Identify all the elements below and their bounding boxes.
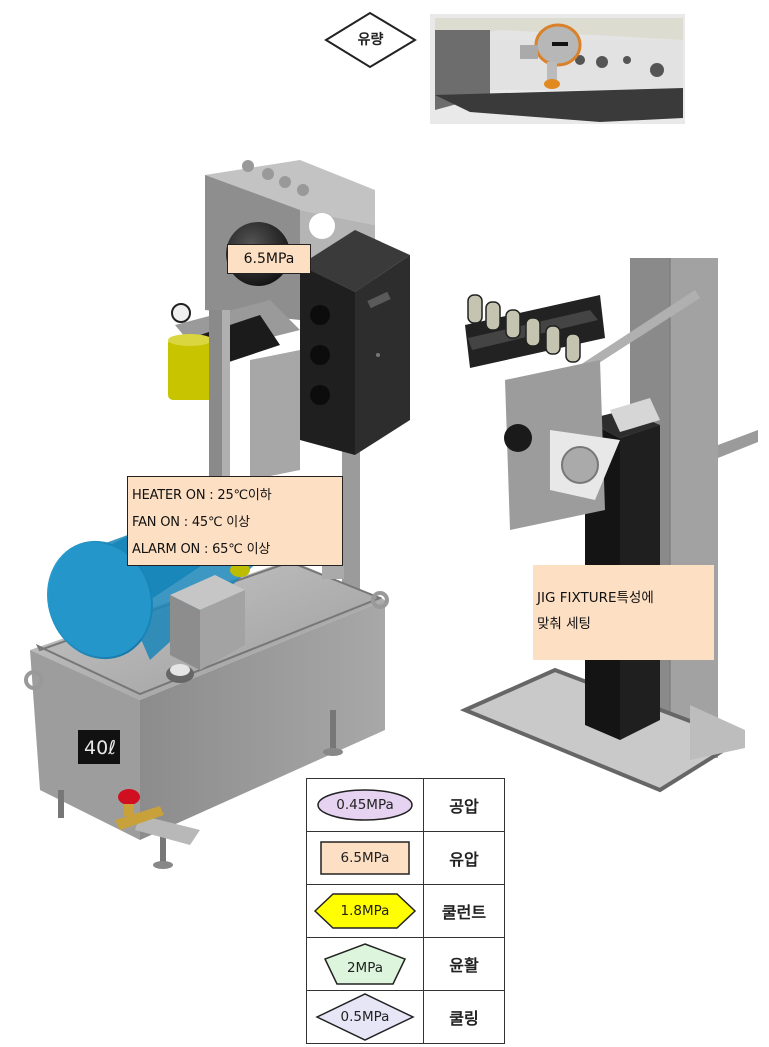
legend-medium: 쿨링 <box>423 990 505 1044</box>
heater-on-line: HEATER ON : 25℃이하 <box>132 488 272 503</box>
legend-row: 6.5MPa 유압 <box>306 831 505 885</box>
jig-fixture-image <box>459 258 758 793</box>
legend-value: 2MPa <box>346 960 384 976</box>
flow-rate-tag: 유량 <box>323 10 418 70</box>
legend-symbol-cell: 0.5MPa <box>306 990 424 1044</box>
alarm-on-line: ALARM ON : 65℃ 이상 <box>132 542 271 557</box>
hydraulic-pressure-callout: 6.5MPa <box>227 244 311 274</box>
pentagon-shape-icon <box>323 943 407 985</box>
jig-fixture-line-1: JIG FIXTURE특성에 <box>537 590 654 606</box>
flow-rate-label: 유량 <box>357 32 384 48</box>
legend-row: 0.5MPa 쿨링 <box>306 990 505 1044</box>
ellipse-shape-icon <box>317 789 413 821</box>
legend-medium: 윤활 <box>423 937 505 991</box>
fan-on-line: FAN ON : 45℃ 이상 <box>132 515 250 530</box>
hexagon-shape-icon <box>313 893 417 929</box>
legend-row: 1.8MPa 쿨런트 <box>306 884 505 938</box>
legend-medium: 공압 <box>423 778 505 832</box>
jig-fixture-line-2: 맞춰 세팅 <box>537 616 591 632</box>
legend-symbol-cell: 0.45MPa <box>306 778 424 832</box>
legend-value: 0.5MPa <box>340 1009 390 1025</box>
legend-value: 6.5MPa <box>340 850 390 866</box>
pressure-legend-table: 0.45MPa 공압 6.5MPa 유압 1.8MPa 쿨런트 2MPa 윤활 <box>306 778 505 1044</box>
legend-medium: 유압 <box>423 831 505 885</box>
legend-symbol-cell: 2MPa <box>306 937 424 991</box>
legend-symbol-cell: 1.8MPa <box>306 884 424 938</box>
diamond-shape-icon <box>324 11 417 69</box>
legend-row: 0.45MPa 공압 <box>306 778 505 832</box>
rectangle-shape-icon <box>320 841 410 875</box>
legend-value: 1.8MPa <box>340 903 390 919</box>
tank-capacity-label: 40ℓ <box>83 737 117 759</box>
diamond-shape-icon <box>315 993 415 1041</box>
flow-meter-detail-image <box>430 14 685 124</box>
legend-symbol-cell: 6.5MPa <box>306 831 424 885</box>
legend-medium: 쿨런트 <box>423 884 505 938</box>
legend-row: 2MPa 윤활 <box>306 937 505 991</box>
legend-value: 0.45MPa <box>336 797 394 813</box>
jig-fixture-callout: JIG FIXTURE특성에 맞춰 세팅 <box>533 565 714 660</box>
temperature-control-callout: HEATER ON : 25℃이하 FAN ON : 45℃ 이상 ALARM … <box>127 476 343 566</box>
